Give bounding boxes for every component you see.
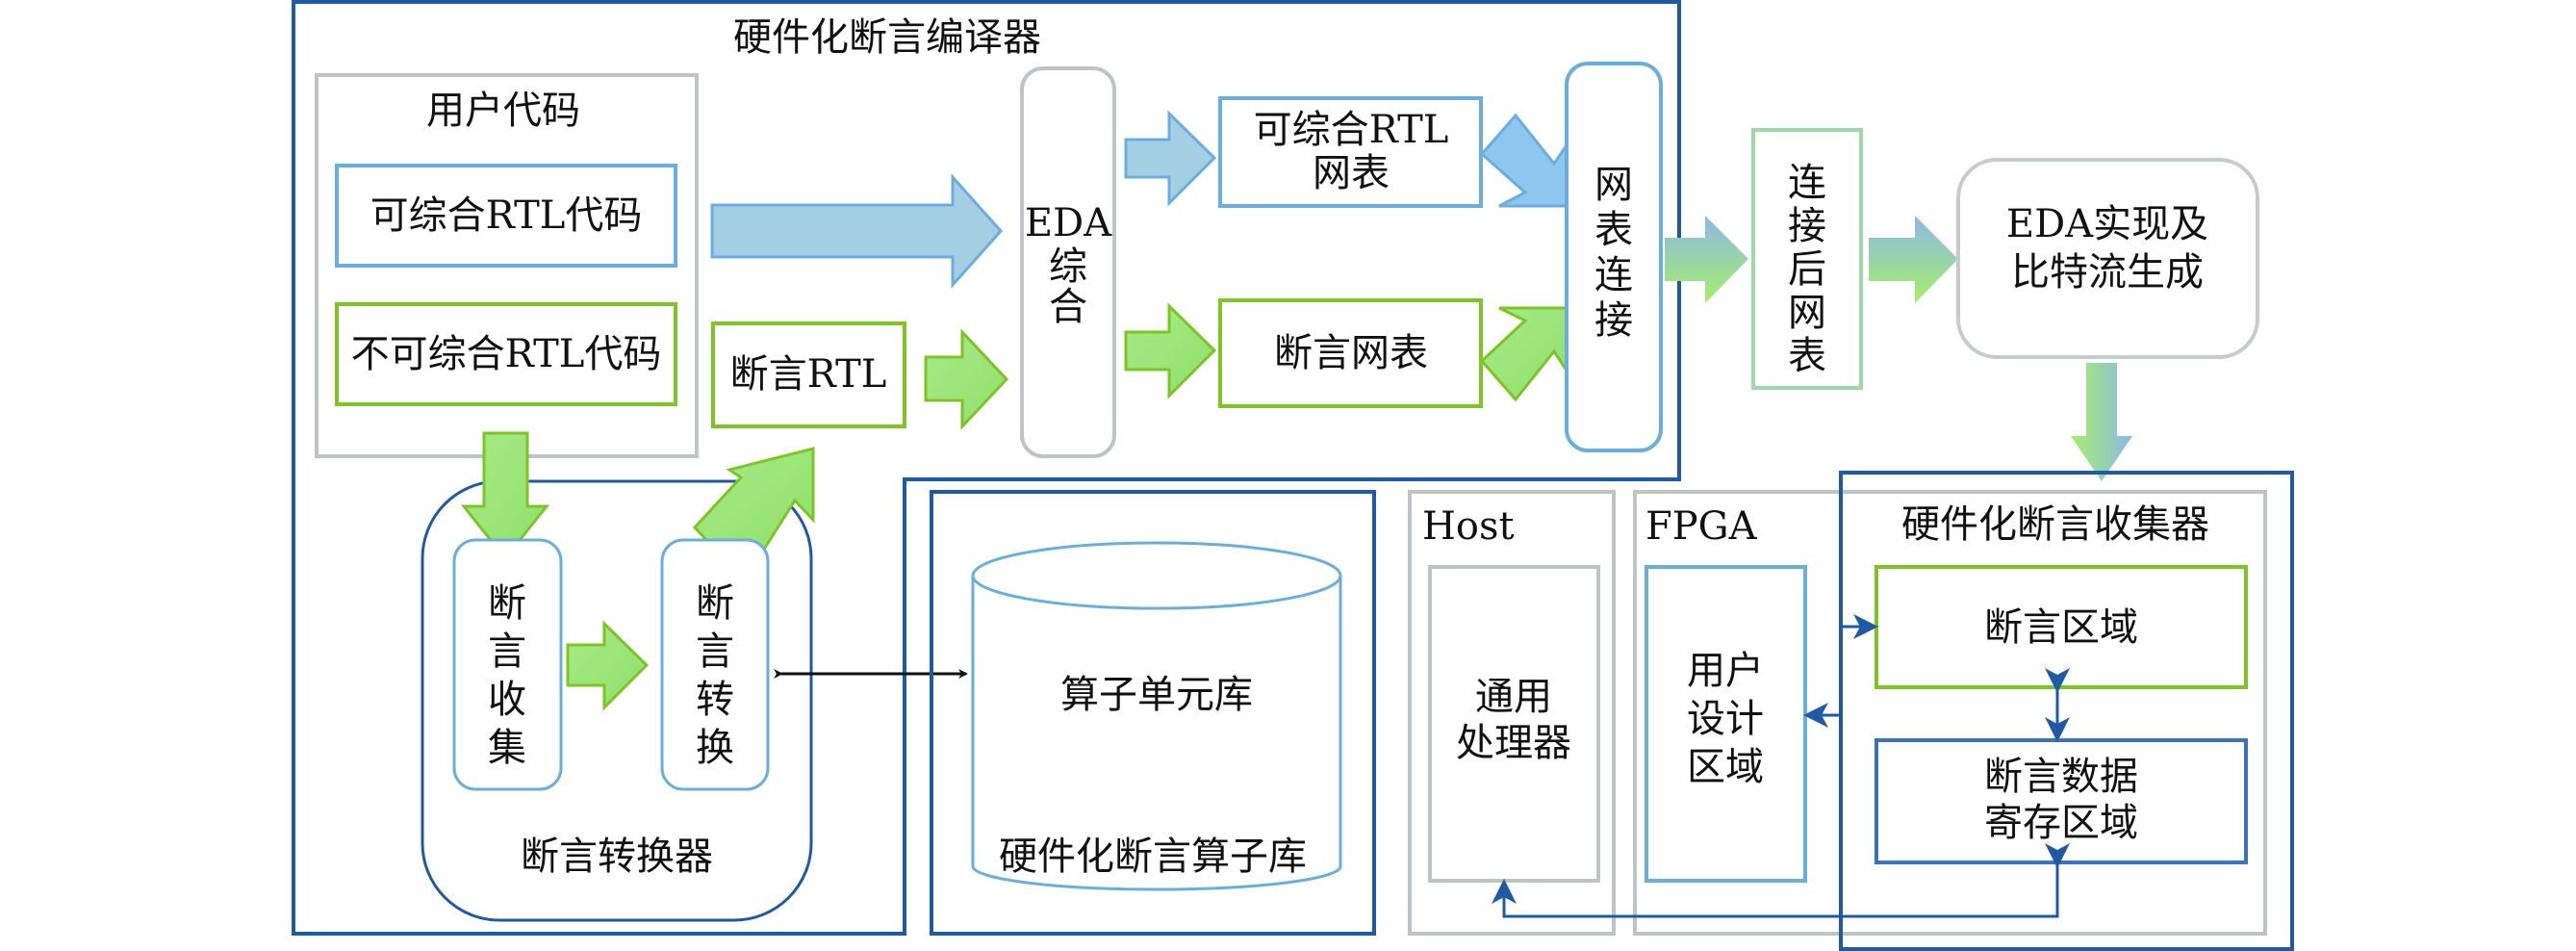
assertion-convert-label-2: 言 [696, 630, 734, 674]
connected-netlist-label-4: 网 [1788, 291, 1826, 335]
assertion-data-register-box[interactable] [1875, 738, 2248, 864]
assertion-rtl-box[interactable] [711, 321, 906, 428]
register-to-host-link [1492, 843, 2070, 918]
cell-library-label: 算子单元库 [1060, 673, 1253, 717]
fpga-box [1633, 490, 2267, 936]
netlist-connect-box[interactable] [1565, 62, 1663, 452]
eda-synthesis-label-3: 合 [1049, 285, 1087, 329]
host-box [1408, 490, 1616, 936]
assertion-collect-label-2: 言 [488, 630, 526, 674]
netlist-connect-label-2: 表 [1594, 208, 1633, 252]
assertion-convert-label-1: 断 [696, 581, 734, 626]
assertion-converter-title: 断言转换器 [521, 835, 713, 879]
synth-netlist-to-connect-arrow [1479, 113, 1570, 208]
assertion-rtl-flow-arrow [924, 328, 1009, 430]
operator-library-box [930, 490, 1376, 936]
general-processor-label-1: 通用 [1475, 675, 1552, 719]
assertion-rtl-label: 断言RTL [730, 352, 887, 397]
eda-impl-to-collector-arrow [2071, 363, 2132, 481]
connected-netlist-label-1: 连 [1788, 161, 1826, 205]
assertion-converter-box [421, 479, 813, 922]
eda-synthesis-label-2: 综 [1049, 244, 1087, 289]
operator-library-title: 硬件化断言算子库 [999, 835, 1307, 879]
eda-synthesis-box[interactable] [1020, 66, 1116, 458]
compiler-frame [292, 0, 1681, 936]
synthesizable-flow-arrow [710, 173, 1004, 289]
collect-to-convert-arrow [566, 620, 650, 711]
user-design-label-3: 区域 [1687, 745, 1764, 789]
connected-netlist-label-2: 接 [1788, 204, 1826, 248]
synthesizable-rtl-label: 可综合RTL代码 [370, 193, 643, 238]
non-synthesizable-rtl-box[interactable] [335, 302, 677, 406]
assertion-netlist-label: 断言网表 [1274, 331, 1428, 375]
assertion-convert-label-4: 换 [696, 726, 734, 770]
assertion-netlist-box[interactable] [1218, 298, 1483, 408]
assertion-convert-label-3: 转 [696, 678, 734, 722]
synthesizable-rtl-box[interactable] [335, 164, 677, 268]
general-processor-label-2: 处理器 [1456, 721, 1571, 765]
synth-netlist-label-1: 可综合RTL [1254, 108, 1449, 152]
assertion-collect-box[interactable] [452, 538, 563, 791]
eda-implementation-box[interactable] [1956, 158, 2259, 359]
compiler-title: 硬件化断言编译器 [733, 15, 1041, 60]
netlist-connect-label-3: 连 [1594, 253, 1633, 297]
synth-netlist-label-2: 网表 [1313, 151, 1390, 195]
cell-library-cylinder-top [971, 541, 1342, 610]
user-design-label-2: 设计 [1687, 697, 1764, 741]
assertion-collect-label-4: 集 [488, 726, 526, 770]
assertion-netlist-to-connect-arrow [1479, 306, 1570, 402]
eda-implementation-label-2: 比特流生成 [2011, 250, 2204, 295]
eda-implementation-label-1: EDA实现及 [2006, 202, 2208, 246]
user-design-region-box[interactable] [1645, 565, 1807, 883]
non-synthesizable-rtl-label: 不可综合RTL代码 [351, 332, 662, 376]
assertion-collect-label-3: 收 [488, 678, 526, 722]
assertion-region-box[interactable] [1875, 565, 2248, 689]
assertion-convert-box[interactable] [660, 538, 770, 791]
connected-netlist-box[interactable] [1751, 128, 1863, 390]
netlist-connect-label-4: 接 [1594, 298, 1633, 343]
connected-netlist-to-eda-impl-arrow [1869, 216, 1958, 303]
netlist-connect-label-1: 网 [1594, 163, 1633, 207]
assertion-data-register-label-2: 寄存区域 [1984, 801, 2138, 845]
eda-to-synth-netlist-arrow [1124, 110, 1217, 207]
assertion-region-label: 断言区域 [1984, 605, 2138, 650]
user-code-title: 用户代码 [426, 89, 580, 133]
user-code-to-collect-arrow [460, 431, 550, 561]
assertion-collector-frame [1839, 471, 2294, 951]
eda-synthesis-label-1: EDA [1025, 201, 1112, 245]
connected-netlist-label-5: 表 [1788, 334, 1826, 378]
connected-netlist-label-3: 后 [1788, 247, 1826, 292]
cell-library-cylinder[interactable] [971, 576, 1342, 891]
assertion-collector-title: 硬件化断言收集器 [1901, 502, 2209, 547]
host-title: Host [1422, 504, 1515, 549]
convert-to-assertion-rtl-arrow [692, 447, 815, 560]
connect-to-connected-netlist-arrow [1665, 216, 1748, 303]
assertion-data-register-label-1: 断言数据 [1984, 755, 2138, 799]
fpga-title: FPGA [1645, 504, 1758, 549]
synth-netlist-box[interactable] [1218, 96, 1483, 208]
assertion-collect-label-1: 断 [488, 581, 526, 626]
user-design-label-1: 用户 [1687, 649, 1764, 693]
eda-to-assertion-netlist-arrow [1124, 302, 1217, 399]
